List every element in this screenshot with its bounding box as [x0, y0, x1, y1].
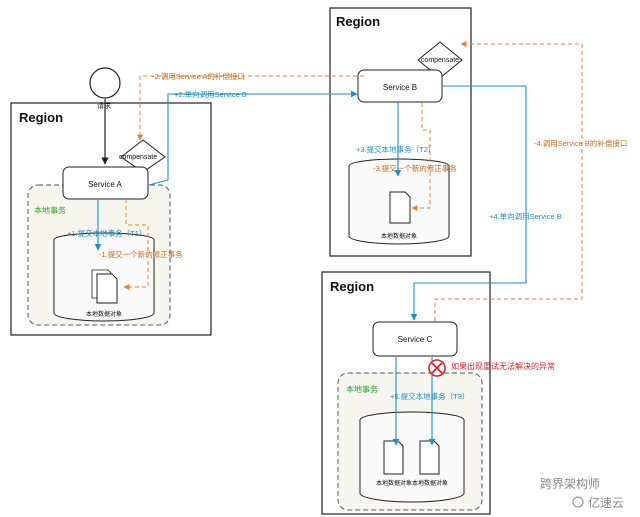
- b-compensate-arrow: [411, 103, 431, 211]
- region-b-label: Region: [336, 14, 380, 29]
- a-to-b-arrow: [148, 90, 358, 186]
- a-compensate-label: -1.提交一个新的修正事务: [99, 249, 183, 259]
- service-b-label: Service B: [383, 83, 417, 92]
- b-commit-label: +3.提交本地事务（T2）: [356, 144, 435, 154]
- region-c-label: Region: [330, 279, 374, 294]
- b-to-c-label: +4.单向调用Service B: [489, 211, 562, 221]
- document-c2: [419, 440, 440, 475]
- c-commit-label: +5.提交本地事务（T3）: [390, 391, 469, 401]
- compensate-label-a: compensate: [119, 154, 157, 161]
- service-a-label: Service A: [88, 180, 122, 189]
- watermark-cloud-icon: [572, 496, 584, 508]
- a-to-b-label: +2.单向调用Service B: [174, 89, 247, 99]
- service-b-box: [357, 69, 443, 103]
- request-node: [89, 67, 121, 99]
- document-c-label: 本地数据对象本地数据对象: [376, 479, 448, 487]
- region-a-label: Region: [19, 110, 63, 125]
- document-a-label: 本地数据对象: [86, 310, 122, 318]
- local-tx-label-c: 本地事务: [346, 384, 378, 394]
- storage-c-body: [359, 420, 465, 503]
- service-a-box: [62, 166, 149, 200]
- document-b: [389, 191, 411, 224]
- error-icon-cross: [431, 362, 443, 374]
- compensate-label-b: compensate: [421, 57, 459, 64]
- region-c-box: [321, 271, 491, 515]
- document-b-label: 本地数据对象: [381, 232, 417, 240]
- watermark-left: 跨界架构师: [540, 476, 600, 491]
- service-c-box: [372, 321, 458, 357]
- c-compensate-call-label: -4.调用Service B的补偿接口: [534, 138, 627, 148]
- region-b-box: [329, 7, 472, 257]
- error-label: 如果出现重试无法解决的异常: [451, 361, 555, 371]
- watermark-right: 亿速云: [588, 495, 624, 510]
- document-c1: [383, 440, 404, 475]
- document-a: [96, 273, 118, 304]
- region-a-box: [10, 102, 212, 336]
- service-c-label: Service C: [398, 335, 433, 344]
- b-compensate-call-label: -2.调用Service A的补偿接口: [152, 71, 245, 81]
- a-commit-label: +1.提交本地事务（T1）: [67, 228, 146, 238]
- b-compensate-label: -3.提交一个新的修正事务: [373, 163, 457, 173]
- b-to-c-arrow: [410, 85, 527, 321]
- request-label: 请求: [97, 101, 111, 110]
- a-compensate-arrow: [123, 199, 149, 290]
- local-tx-label-a: 本地事务: [34, 205, 66, 215]
- c-compensate-call-arrow: [434, 41, 583, 321]
- b-compensate-call-arrow: [137, 75, 364, 141]
